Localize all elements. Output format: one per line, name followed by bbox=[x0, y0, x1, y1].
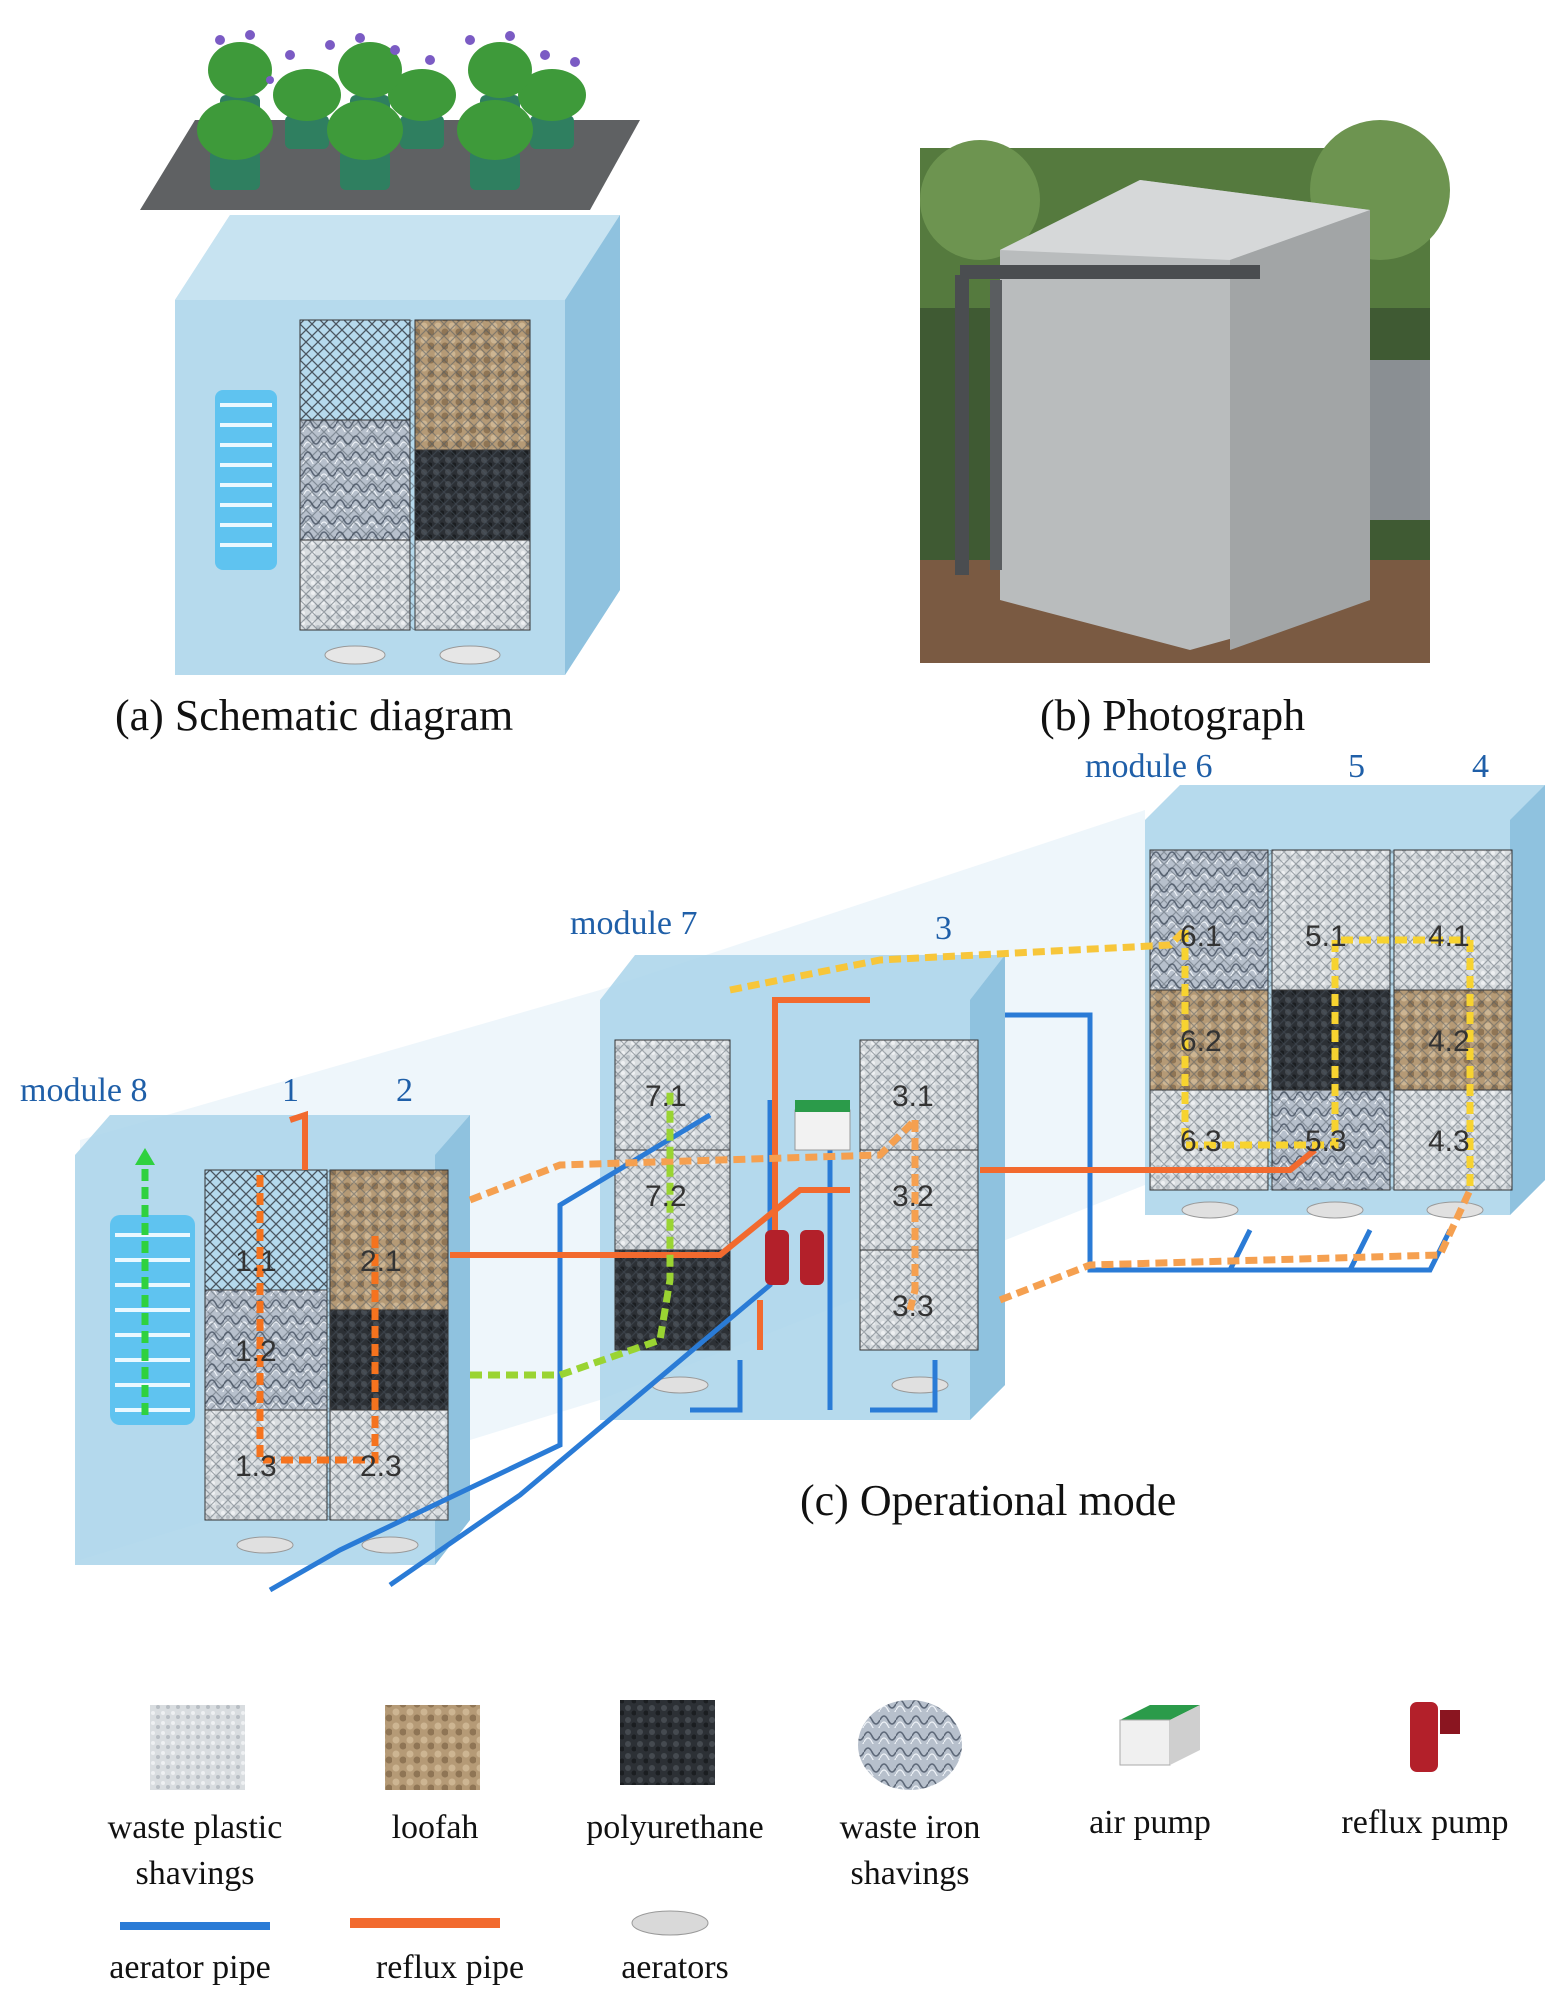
uv-lamp-module-8 bbox=[110, 1215, 195, 1425]
photograph bbox=[920, 120, 1450, 663]
module-8-label: module 8 bbox=[20, 1072, 148, 1109]
cell-label: 1.3 bbox=[235, 1450, 277, 1483]
legend-waste-iron-label: waste iron shavings bbox=[839, 1809, 981, 1892]
cell-label: 7.1 bbox=[645, 1080, 687, 1113]
legend-aerator-pipe-label: aerator pipe bbox=[109, 1949, 271, 1986]
cell-label: 5.1 bbox=[1305, 920, 1347, 953]
cell-label: 3.3 bbox=[892, 1290, 934, 1323]
reflux-pump-icon bbox=[1410, 1702, 1460, 1772]
legend-waste-plastic-label: waste plastic shavings bbox=[107, 1809, 283, 1892]
module-1-label: 1 bbox=[282, 1072, 299, 1109]
aerator-pipes bbox=[268, 1012, 1453, 1593]
legend-reflux-pump-label: reflux pump bbox=[1341, 1804, 1509, 1841]
module-2-label: 2 bbox=[396, 1072, 413, 1109]
cell-label: 4.1 bbox=[1428, 920, 1470, 953]
legend-air-pump-label: air pump bbox=[1089, 1804, 1211, 1841]
aerators-swatch bbox=[631, 1910, 709, 1936]
loofah-swatch bbox=[385, 1705, 480, 1790]
cell-label: 2.3 bbox=[360, 1450, 402, 1483]
cell-label: 5.3 bbox=[1305, 1125, 1347, 1158]
operational-mode-diagram bbox=[75, 785, 1545, 1593]
legend-loofah-label: loofah bbox=[391, 1809, 479, 1846]
waste-plastic-swatch bbox=[150, 1705, 245, 1790]
cell-label: 2.1 bbox=[360, 1245, 402, 1278]
cell-label: 3.2 bbox=[892, 1180, 934, 1213]
caption-b: (b) Photograph bbox=[1040, 691, 1306, 740]
legend-swatches bbox=[120, 1700, 1460, 1936]
aerator-pipe-swatch bbox=[120, 1922, 270, 1930]
module-4-label: 4 bbox=[1472, 748, 1489, 785]
module-3-label: 3 bbox=[935, 910, 952, 947]
cell-label: 1.1 bbox=[235, 1245, 277, 1278]
module-6-label: module 6 bbox=[1085, 748, 1213, 785]
caption-c: (c) Operational mode bbox=[800, 1476, 1177, 1525]
cell-label: 6.2 bbox=[1180, 1025, 1222, 1058]
polyurethane-swatch bbox=[620, 1700, 715, 1785]
potted-plants bbox=[197, 30, 586, 190]
cell-label: 1.2 bbox=[235, 1335, 277, 1368]
legend-polyurethane-label: polyurethane bbox=[586, 1809, 764, 1846]
uv-lamp bbox=[215, 390, 277, 570]
legend-aerators-label: aerators bbox=[621, 1949, 729, 1986]
cell-label: 3.1 bbox=[892, 1080, 934, 1113]
module-5-label: 5 bbox=[1348, 748, 1365, 785]
reflux-pipe-swatch bbox=[350, 1918, 500, 1928]
module-7-label: module 7 bbox=[570, 905, 698, 942]
cell-label: 7.2 bbox=[645, 1180, 687, 1213]
caption-a: (a) Schematic diagram bbox=[115, 691, 514, 740]
cell-label: 4.3 bbox=[1428, 1125, 1470, 1158]
air-pump-icon bbox=[1119, 1705, 1200, 1766]
reflux-pipes bbox=[289, 997, 1317, 1350]
schematic-diagram bbox=[140, 30, 640, 675]
cell-label: 6.1 bbox=[1180, 920, 1222, 953]
cell-label: 4.2 bbox=[1428, 1025, 1470, 1058]
waste-iron-swatch bbox=[858, 1700, 962, 1790]
cell-label: 6.3 bbox=[1180, 1125, 1222, 1158]
legend-reflux-pipe-label: reflux pipe bbox=[375, 1949, 525, 1986]
